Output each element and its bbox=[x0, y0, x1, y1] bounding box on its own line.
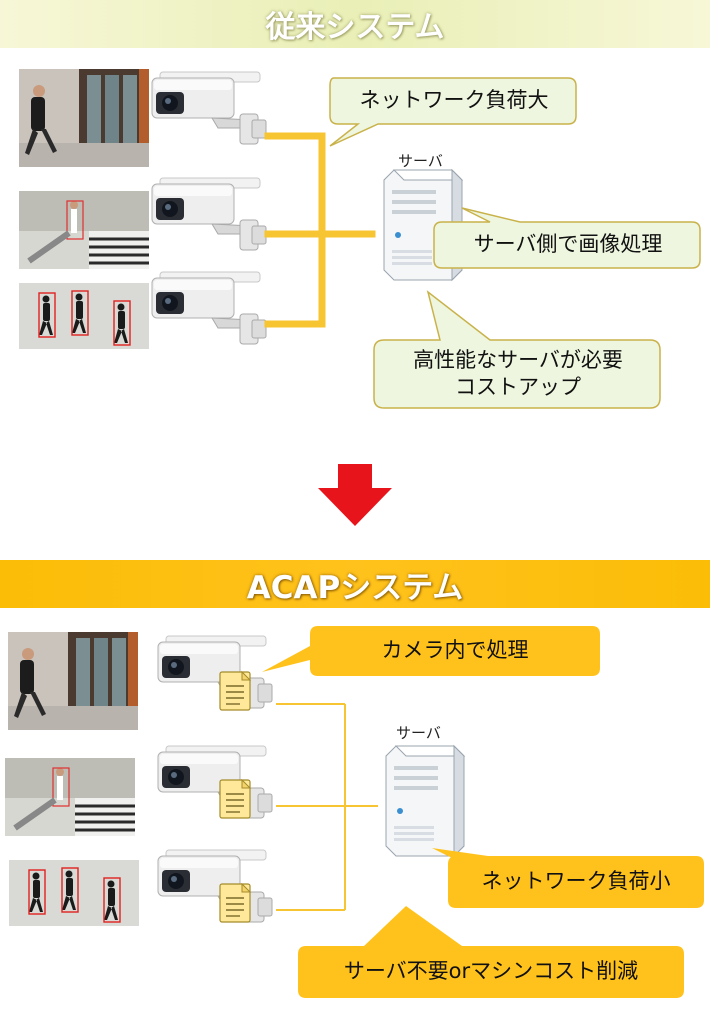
new-server-icon bbox=[385, 745, 465, 857]
document-icon bbox=[219, 779, 251, 819]
new-callout-in-camera-text: カメラ内で処理 bbox=[381, 638, 529, 663]
old-callout-network-text: ネットワーク負荷大 bbox=[359, 88, 549, 113]
new-photo-walking-man bbox=[8, 632, 138, 730]
new-callout-in-camera-shape bbox=[262, 626, 600, 676]
new-server-label: サーバ bbox=[396, 724, 441, 742]
old-callout-network-shape bbox=[329, 77, 577, 147]
old-server-label: サーバ bbox=[398, 152, 443, 170]
old-photo-stairs bbox=[19, 191, 149, 269]
old-callout-cost-line2: コストアップ bbox=[455, 375, 581, 399]
old-photo-walking-man bbox=[19, 69, 149, 167]
acap-system-banner: ACAPシステム bbox=[0, 560, 710, 608]
new-callout-network-text: ネットワーク負荷小 bbox=[481, 869, 671, 894]
new-camera-3 bbox=[157, 849, 273, 923]
new-camera-2 bbox=[157, 745, 273, 819]
new-photo-pedestrians bbox=[8, 859, 140, 927]
old-callout-cost-shape bbox=[373, 290, 661, 409]
old-system-title: 従来システム bbox=[265, 10, 445, 45]
acap-system-title: ACAPシステム bbox=[246, 569, 464, 606]
new-network-lines bbox=[276, 703, 378, 911]
old-callout-cost-line1: 高性能なサーバが必要 bbox=[413, 347, 623, 372]
new-callout-cost-text: サーバ不要orマシンコスト削減 bbox=[343, 959, 639, 984]
old-camera-3 bbox=[151, 271, 267, 345]
old-network-lines bbox=[264, 132, 376, 328]
old-callout-processing-text: サーバ側で画像処理 bbox=[473, 232, 663, 257]
old-callout-cost-text: 高性能なサーバが必要 コストアップ bbox=[376, 342, 660, 406]
old-callout-processing-shape bbox=[433, 207, 701, 269]
old-photo-pedestrians bbox=[18, 282, 150, 350]
old-system-banner: 従来システム bbox=[0, 0, 710, 48]
old-camera-1 bbox=[151, 71, 267, 145]
old-camera-2 bbox=[151, 177, 267, 251]
new-callout-cost-shape bbox=[298, 906, 684, 998]
document-icon bbox=[219, 671, 251, 711]
new-callout-network-shape bbox=[432, 848, 704, 908]
new-camera-1 bbox=[157, 635, 273, 709]
new-photo-stairs bbox=[5, 758, 135, 836]
document-icon bbox=[219, 883, 251, 923]
transition-arrow bbox=[318, 464, 392, 526]
